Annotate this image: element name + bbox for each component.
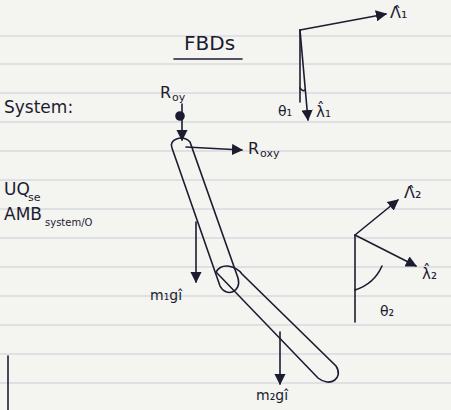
force-label: R: [248, 140, 259, 158]
unit-vector: [355, 200, 398, 235]
force-label: m₁gî: [150, 288, 182, 303]
vector-label: λ̂₁: [316, 104, 331, 121]
reaction-y-arrow: [181, 104, 183, 140]
margin-stroke: [7, 356, 9, 410]
reaction-x-arrow: [186, 147, 242, 150]
unit-vector: [355, 235, 416, 266]
link-two: [216, 266, 338, 382]
unit-vector: [300, 30, 308, 120]
subscript-text: system/O: [45, 217, 92, 228]
page-title: FBDs: [184, 32, 235, 54]
vector-label: Λ̂₁: [390, 4, 407, 22]
vector-label: Λ̂₂: [404, 184, 421, 202]
weight-one-arrow: [195, 222, 197, 282]
weight-two-arrow: [279, 332, 281, 384]
force-label: R: [160, 84, 171, 102]
angle-label: θ₁: [278, 104, 292, 119]
note-text: UQ: [4, 180, 30, 199]
subscript-text: oy: [172, 92, 185, 104]
link-one: [171, 138, 238, 292]
note-text: AMB: [4, 205, 42, 224]
unit-vector: [300, 14, 386, 30]
angle-label: θ₂: [380, 304, 394, 319]
title-underline: [174, 58, 242, 60]
ink: [8, 14, 416, 410]
note-text: System:: [4, 98, 73, 117]
subscript-text: oxy: [260, 148, 279, 160]
subscript-text: se: [28, 192, 41, 204]
paper-rules: [0, 36, 451, 383]
force-label: m₂gî: [256, 388, 288, 403]
angle-arc: [300, 88, 305, 91]
vertical-reference: [354, 235, 356, 322]
angle-arc: [355, 266, 382, 290]
vector-label: λ̂₂: [422, 266, 437, 283]
